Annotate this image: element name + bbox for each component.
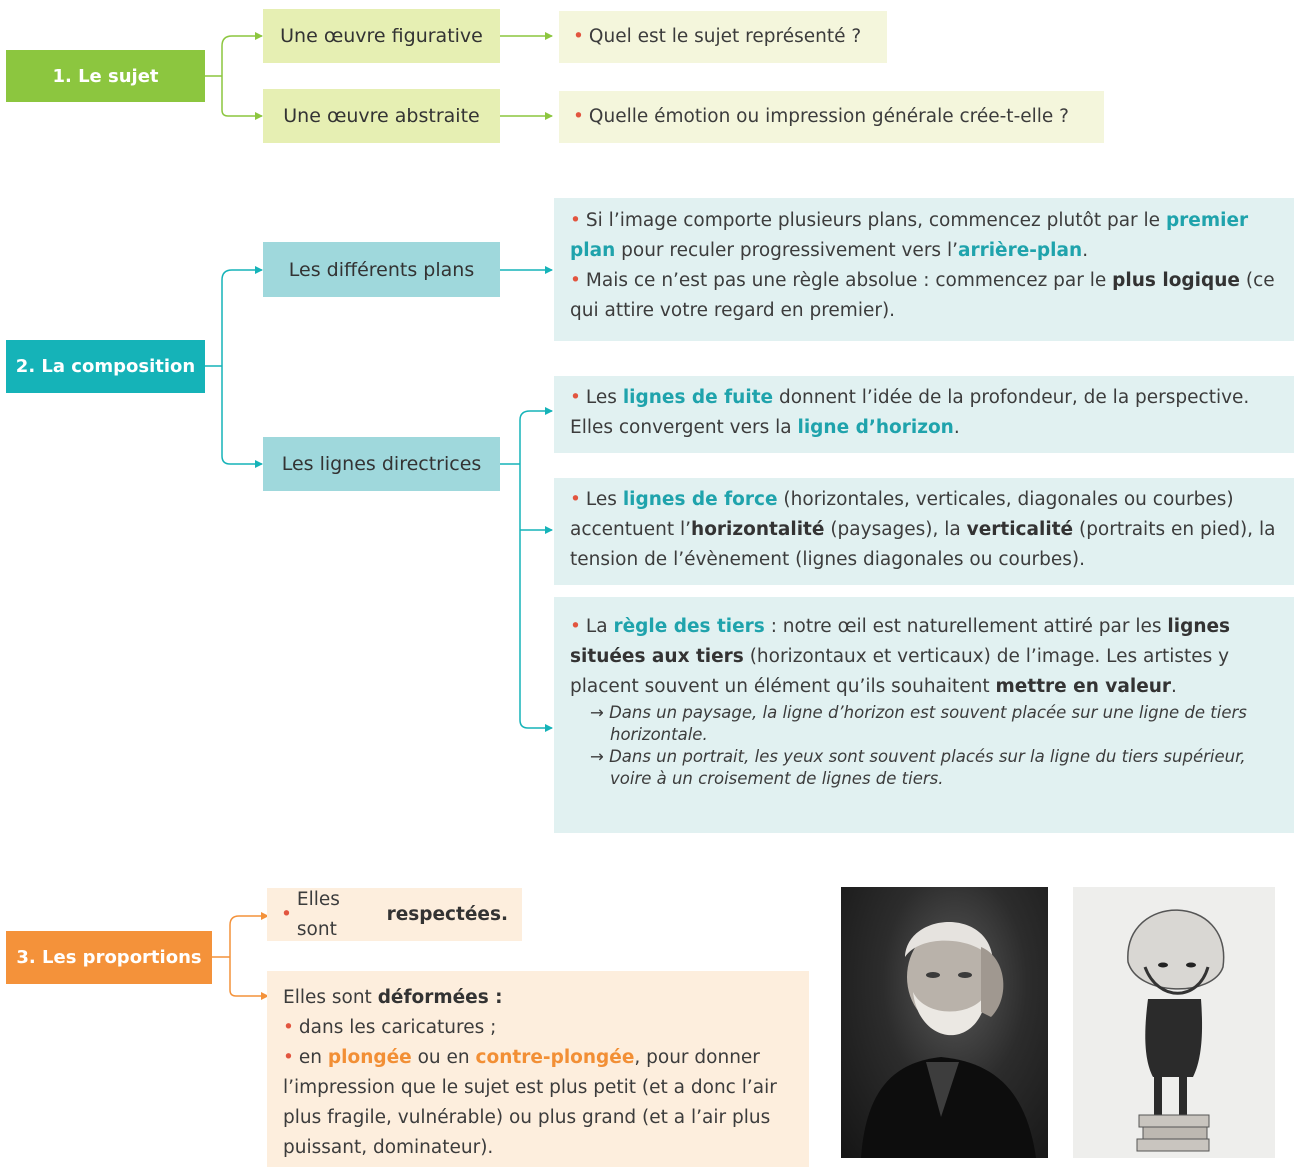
abstract-question: •Quelle émotion ou impression générale c… (559, 91, 1104, 143)
deformees-item-1: •dans les caricatures ; (283, 1017, 497, 1038)
lignes-node: Les lignes directrices (263, 437, 500, 491)
abstract-node: Une œuvre abstraite (263, 89, 500, 143)
section2-links (205, 266, 553, 732)
figurative-node: Une œuvre figurative (263, 9, 500, 63)
deformees-box: Elles sont déformées : •dans les caricat… (267, 971, 809, 1167)
deformees-item-2: •en plongée ou en contre-plongée, pour d… (283, 1047, 777, 1158)
force-box: •Les lignes de force (horizontales, vert… (554, 478, 1294, 585)
fuite-box: •Les lignes de fuite donnent l’idée de l… (554, 376, 1294, 453)
caricature-drawing (1073, 887, 1275, 1158)
section1-links (205, 32, 553, 120)
tiers-box: •La règle des tiers : notre œil est natu… (554, 597, 1294, 833)
section2-head: 2. La composition (6, 340, 205, 393)
plans-bullet-2: •Mais ce n’est pas une règle absolue : c… (570, 270, 1275, 321)
section3-head: 3. Les proportions (6, 931, 212, 984)
plans-bullet-1: •Si l’image comporte plusieurs plans, co… (570, 210, 1249, 261)
caricature-illustration (1127, 909, 1225, 1152)
portrait-photo (841, 887, 1048, 1158)
section3-links (212, 912, 269, 1000)
plans-node: Les différents plans (263, 242, 500, 297)
plans-box: •Si l’image comporte plusieurs plans, co… (554, 198, 1294, 341)
portrait-illustration (861, 922, 1036, 1158)
figurative-question: •Quel est le sujet représenté ? (559, 11, 887, 63)
section1-head: 1. Le sujet (6, 50, 205, 102)
tiers-note-1: → Dans un paysage, la ligne d’horizon es… (590, 703, 1247, 744)
tiers-note-2: → Dans un portrait, les yeux sont souven… (590, 747, 1246, 788)
respectees-box: •Elles sont respectées. (267, 888, 522, 941)
